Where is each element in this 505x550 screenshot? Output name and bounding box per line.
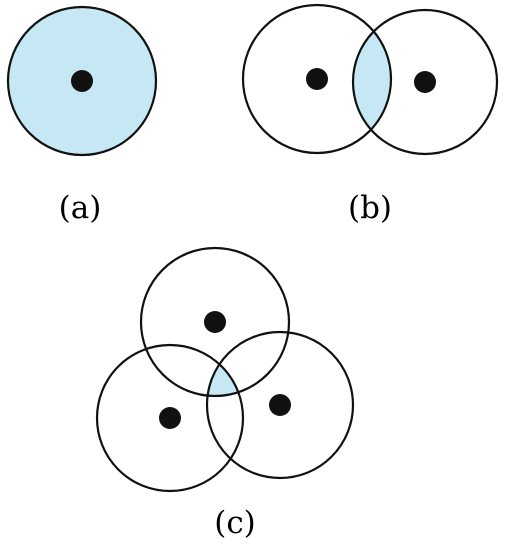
- panel-label-a: (a): [59, 190, 102, 226]
- center-point-c-left: [159, 407, 181, 429]
- center-point-b-right: [414, 71, 436, 93]
- panel-label-b: (b): [348, 190, 392, 226]
- circle-b-left: [241, 3, 393, 155]
- center-point-c-top: [204, 311, 226, 333]
- panel-b: (b): [241, 3, 499, 226]
- circle-c-right: [205, 330, 355, 480]
- panel-a: (a): [6, 5, 158, 226]
- center-point-b-left: [306, 68, 328, 90]
- circle-c-left: [95, 343, 245, 493]
- center-point-c-right: [269, 394, 291, 416]
- circle-c-top: [139, 246, 291, 398]
- center-point-a: [71, 70, 93, 92]
- circle-b-right: [351, 8, 499, 156]
- panel-label-c: (c): [214, 505, 256, 541]
- panel-c: (c): [95, 246, 355, 541]
